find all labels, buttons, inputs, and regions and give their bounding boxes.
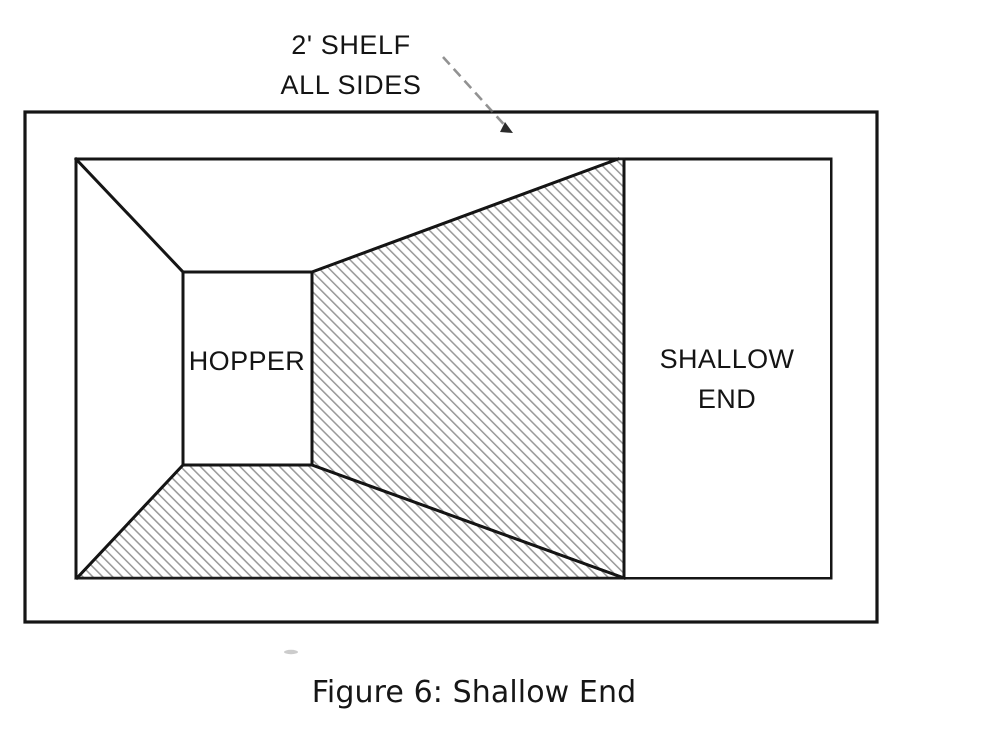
corner-fold-top-left (73, 156, 186, 275)
shelf-label-line1: 2' SHELF (291, 30, 411, 60)
scan-speck (284, 649, 298, 655)
hopper-region (181, 270, 314, 467)
shallow-end-region (625, 160, 830, 577)
corner-fold-bottom-left (74, 462, 186, 581)
shelf-leader-arrow (442, 56, 513, 133)
outer-boundary (23, 110, 879, 624)
shallow-end-label-line2: END (698, 384, 756, 414)
slope-edge-top (310, 157, 620, 274)
figure-caption: Figure 6: Shallow End (312, 675, 637, 710)
shallow-end-label-line1: SHALLOW (660, 344, 795, 374)
shelf-label-line2: ALL SIDES (281, 70, 422, 100)
hopper-label: HOPPER (189, 346, 305, 376)
slope-edge-bottom (310, 463, 626, 580)
